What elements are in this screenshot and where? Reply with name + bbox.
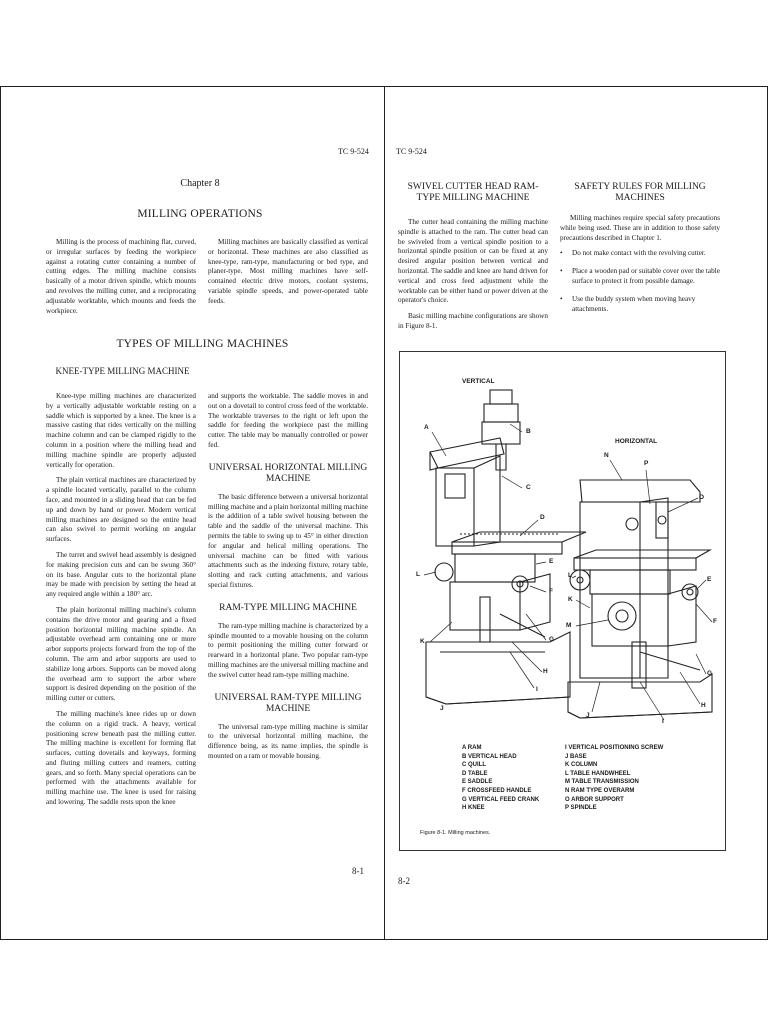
part-label: J: [586, 712, 590, 719]
part-label: H: [701, 702, 706, 709]
part-label: G: [549, 636, 555, 643]
safety-paragraph: Milling machines require special safety …: [560, 214, 720, 242]
running-head-right: TC 9-524: [396, 147, 427, 156]
legend-item: E SADDLE: [462, 779, 493, 786]
part-label: K: [568, 596, 573, 603]
ram-type-heading: RAM-TYPE MILLING MACHINE: [219, 602, 357, 613]
safety-rule: • Place a wooden pad or suitable cover ov…: [560, 267, 720, 287]
part-label: K: [420, 638, 425, 645]
knee-paragraph-5: The milling machine's knee rides up or d…: [46, 709, 196, 807]
safety-rule: • Use the buddy system when moving heavy …: [560, 295, 720, 315]
vertical-machine-label: VERTICAL: [462, 378, 495, 385]
part-label: E: [549, 558, 554, 565]
folio-right: 8-2: [398, 876, 410, 886]
swivel-cutter-heading: SWIVEL CUTTER HEAD RAM-TYPE MILLING MACH…: [407, 182, 539, 203]
part-label: L: [568, 572, 572, 579]
part-label: B: [526, 428, 531, 435]
legend-item: H KNEE: [462, 805, 485, 812]
legend-item: A RAM: [462, 745, 482, 751]
bullet-icon: •: [560, 267, 563, 276]
ram-type-paragraph: The ram-type milling machine is characte…: [208, 621, 368, 679]
figure-caption: Figure 8-1. Milling machines.: [420, 830, 491, 836]
part-label: E: [707, 576, 712, 583]
knee-type-heading: KNEE-TYPE MILLING MACHINE: [55, 366, 190, 376]
right-page-column-1: SWIVEL CUTTER HEAD RAM-TYPE MILLING MACH…: [398, 182, 548, 338]
part-label: O: [699, 494, 705, 501]
universal-horizontal-paragraph: The basic difference between a universal…: [208, 492, 368, 589]
horizontal-machine-label: HORIZONTAL: [615, 438, 658, 445]
folio-left: 8-1: [352, 866, 364, 876]
safety-rules-list: • Do not make contact with the revolving …: [560, 249, 720, 314]
safety-rule-text: Use the buddy system when moving heavy a…: [572, 294, 696, 313]
part-label: J: [440, 705, 444, 712]
legend-item: M TABLE TRANSMISSION: [565, 779, 639, 786]
intro-paragraph-2: Milling machines are basically classifie…: [208, 238, 368, 305]
part-label: M: [566, 622, 572, 629]
part-label: N: [604, 452, 609, 459]
safety-rule-text: Do not make contact with the revolving c…: [572, 249, 706, 258]
part-label: C: [526, 484, 531, 491]
part-label: D: [540, 514, 545, 521]
legend-item: I VERTICAL POSITIONING SCREW: [565, 745, 664, 751]
figure-milling-machines: VERTICAL HORIZONTAL: [399, 351, 726, 851]
legend-item: B VERTICAL HEAD: [462, 753, 517, 760]
intro-column-2: Milling machines are basically classifie…: [208, 238, 368, 313]
knee-paragraph-1: Knee-type milling machines are character…: [46, 392, 196, 469]
part-label: H: [543, 668, 548, 675]
figure-legend-right: I VERTICAL POSITIONING SCREW J BASE K CO…: [565, 744, 725, 813]
knee-paragraph-4: The plain horizontal milling machine's c…: [46, 605, 196, 703]
swivel-paragraph: The cutter head containing the milling m…: [398, 218, 548, 305]
legend-item: C QUILL: [462, 762, 486, 769]
part-label: I: [536, 686, 538, 693]
part-label: F: [713, 618, 717, 625]
intro-paragraph-1: Milling is the process of machining flat…: [46, 238, 196, 315]
part-label: G: [707, 670, 713, 677]
left-column-body: Knee-type milling machines are character…: [46, 392, 196, 814]
page-divider: [384, 86, 385, 940]
part-label: I: [662, 718, 664, 725]
knee-continued-paragraph: and supports the worktable. The saddle m…: [208, 392, 368, 449]
legend-item: D TABLE: [462, 770, 488, 777]
knee-paragraph-3: The turret and swivel head assembly is d…: [46, 550, 196, 599]
right-column-body: and supports the worktable. The saddle m…: [208, 392, 368, 768]
safety-rule: • Do not make contact with the revolving …: [560, 249, 720, 259]
legend-item: L TABLE HANDWHEEL: [565, 770, 631, 777]
bullet-icon: •: [560, 294, 563, 303]
part-label: A: [424, 424, 429, 431]
chapter-label: Chapter 8: [180, 178, 220, 189]
legend-item: K COLUMN: [565, 762, 598, 769]
universal-ram-heading: UNIVERSAL RAM-TYPE MILLING MACHINE: [214, 692, 362, 714]
knee-paragraph-2: The plain vertical machines are characte…: [46, 476, 196, 544]
part-label: P: [644, 460, 649, 467]
intro-column-1: Milling is the process of machining flat…: [46, 238, 196, 322]
running-head-left: TC 9-524: [338, 147, 369, 156]
right-page-column-2: SAFETY RULES FOR MILLING MACHINES Millin…: [560, 182, 720, 322]
milling-machine-illustration: [423, 389, 713, 721]
part-label: L: [416, 571, 420, 578]
safety-rule-text: Place a wooden pad or suitable cover ove…: [572, 267, 720, 285]
chapter-title: MILLING OPERATIONS: [137, 208, 263, 220]
legend-item: O ARBOR SUPPORT: [565, 796, 624, 803]
safety-heading: SAFETY RULES FOR MILLING MACHINES: [574, 182, 706, 203]
legend-item: F CROSSFEED HANDLE: [462, 787, 532, 794]
figure-legend-left: A RAM B VERTICAL HEAD C QUILL D TABLE E …: [462, 744, 572, 813]
part-label: F: [549, 588, 553, 595]
universal-horizontal-heading: UNIVERSAL HORIZONTAL MILLING MACHINE: [208, 462, 368, 484]
universal-ram-paragraph: The universal ram-type milling machine i…: [208, 722, 368, 760]
legend-item: G VERTICAL FEED CRANK: [462, 796, 540, 803]
section-heading-types: TYPES OF MILLING MACHINES: [116, 338, 289, 350]
basic-configurations-paragraph: Basic milling machine configurations are…: [398, 312, 548, 330]
legend-item: P SPINDLE: [565, 805, 597, 812]
legend-item: J BASE: [565, 753, 587, 760]
bullet-icon: •: [560, 249, 563, 258]
legend-item: N RAM TYPE OVERARM: [565, 787, 635, 794]
